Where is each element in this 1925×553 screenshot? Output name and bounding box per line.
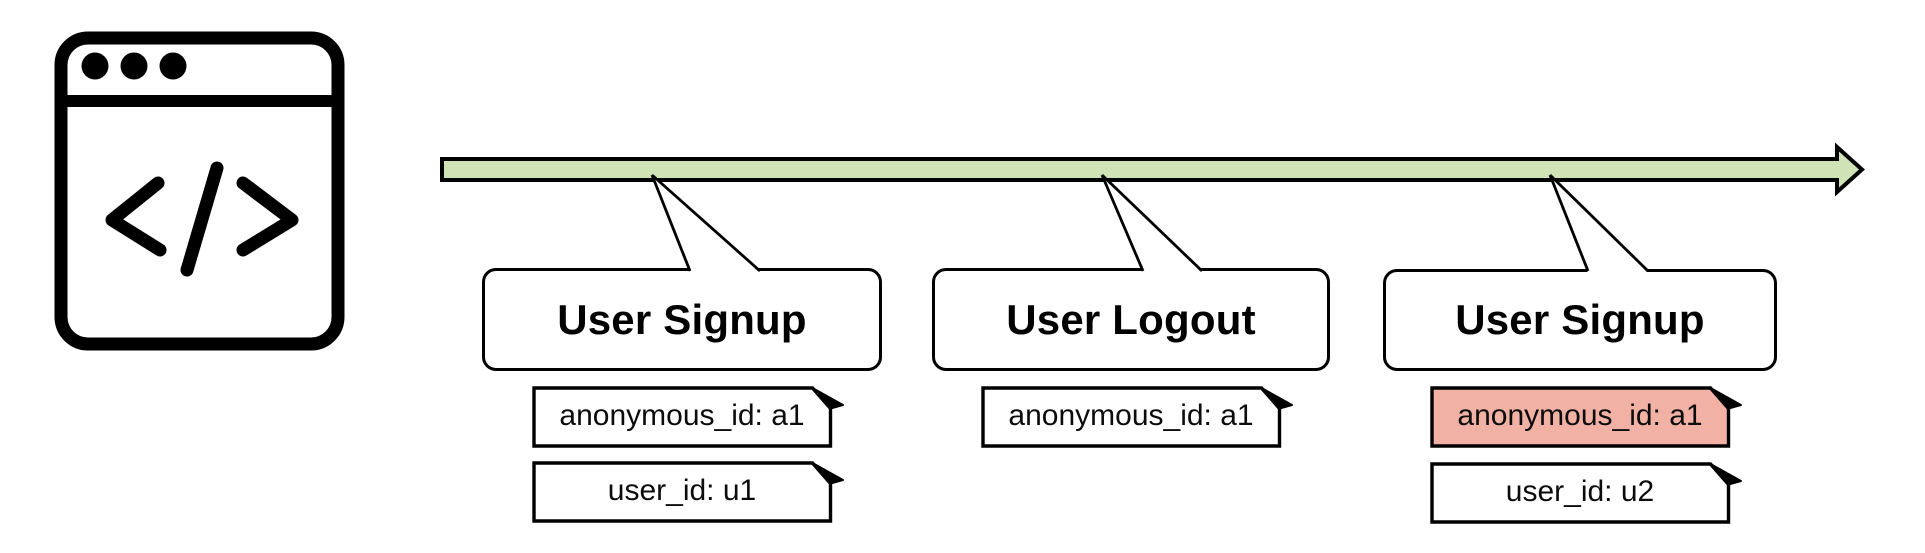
code-glyph-icon <box>105 161 299 277</box>
note-shape <box>532 461 844 523</box>
folded-corner-icon <box>1709 463 1742 486</box>
note-user-id-1: user_id: u1 <box>532 461 844 523</box>
event-title: User Signup <box>557 295 807 343</box>
note-text: anonymous_id: a1 <box>1457 399 1703 432</box>
note-anonymous-id-3-highlighted: anonymous_id: a1 <box>1430 386 1742 448</box>
event-callout-user-logout: User Logout <box>932 268 1330 371</box>
note-shape <box>532 386 844 448</box>
note-anonymous-id-1: anonymous_id: a1 <box>532 386 844 448</box>
note-shape <box>1430 386 1742 448</box>
window-frame <box>54 31 345 351</box>
note-text: user_id: u1 <box>607 474 757 507</box>
event-title: User Logout <box>1006 295 1256 343</box>
note-shape <box>1430 462 1742 524</box>
note-text: anonymous_id: a1 <box>559 399 805 432</box>
timeline-arrow-shape <box>440 142 1865 197</box>
folded-corner-icon <box>1260 387 1293 410</box>
note-anonymous-id-2: anonymous_id: a1 <box>981 386 1293 448</box>
window-titlebar-dots <box>81 52 187 80</box>
folded-corner-icon <box>811 462 844 485</box>
event-callout-user-signup-2: User Signup <box>1383 269 1777 371</box>
folded-corner-icon <box>811 387 844 410</box>
event-title: User Signup <box>1455 296 1705 343</box>
note-user-id-3: user_id: u2 <box>1430 462 1742 524</box>
note-text: anonymous_id: a1 <box>1008 399 1254 432</box>
browser-code-icon <box>54 31 345 351</box>
note-text: user_id: u2 <box>1505 475 1655 508</box>
event-callout-user-signup-1: User Signup <box>482 268 882 371</box>
note-shape <box>981 386 1293 448</box>
folded-corner-icon <box>1709 387 1742 410</box>
